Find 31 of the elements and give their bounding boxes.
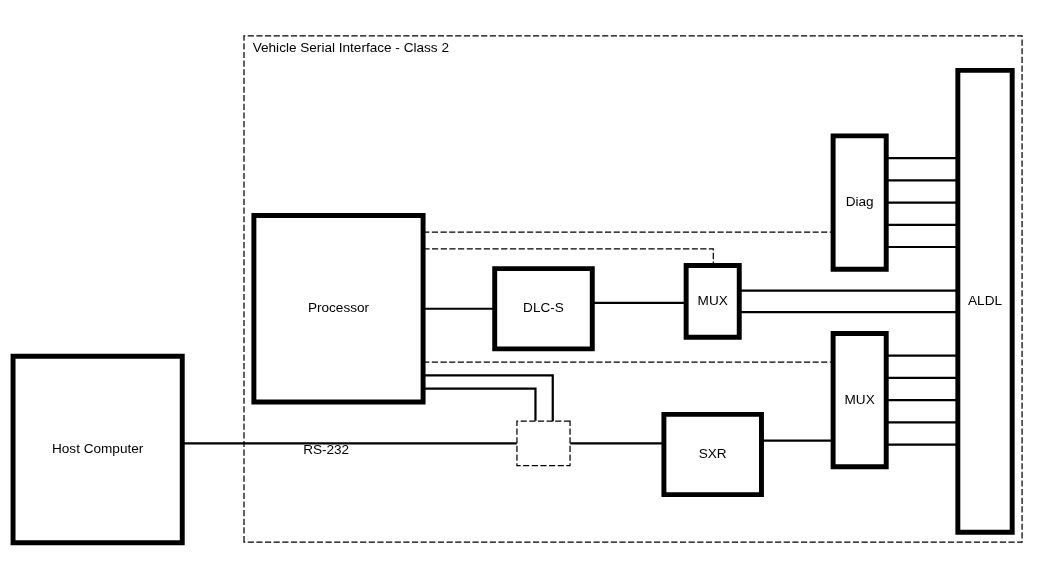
edge-label: RS-232: [303, 442, 350, 458]
connector: [886, 376, 958, 380]
connector: [592, 301, 686, 304]
node-box: ALDL: [955, 67, 1015, 535]
connector: [886, 421, 958, 424]
node-box: Processor: [251, 213, 426, 405]
connector: [570, 442, 664, 445]
connector: [739, 310, 958, 314]
connector: [182, 442, 517, 445]
node-box: DLC-S: [492, 266, 595, 352]
connector: [886, 223, 958, 226]
connector: [739, 289, 958, 292]
connector: [886, 443, 958, 446]
connector: [886, 354, 958, 357]
connector: [422, 231, 834, 233]
node-box: MUX: [830, 331, 889, 470]
node-box: SXR: [661, 411, 764, 498]
node-box: Host Computer: [10, 353, 185, 546]
connector: [886, 399, 958, 402]
node-box: Diag: [830, 133, 889, 272]
connector: [761, 439, 833, 442]
node-box: [516, 420, 571, 467]
connector: [423, 374, 554, 422]
node-box: MUX: [683, 263, 742, 340]
connector: [886, 179, 958, 182]
connector: [422, 361, 834, 363]
connector: [423, 307, 495, 310]
connector: [886, 201, 958, 204]
connector: [886, 157, 958, 160]
connector: [886, 245, 958, 249]
connector: [423, 387, 537, 421]
